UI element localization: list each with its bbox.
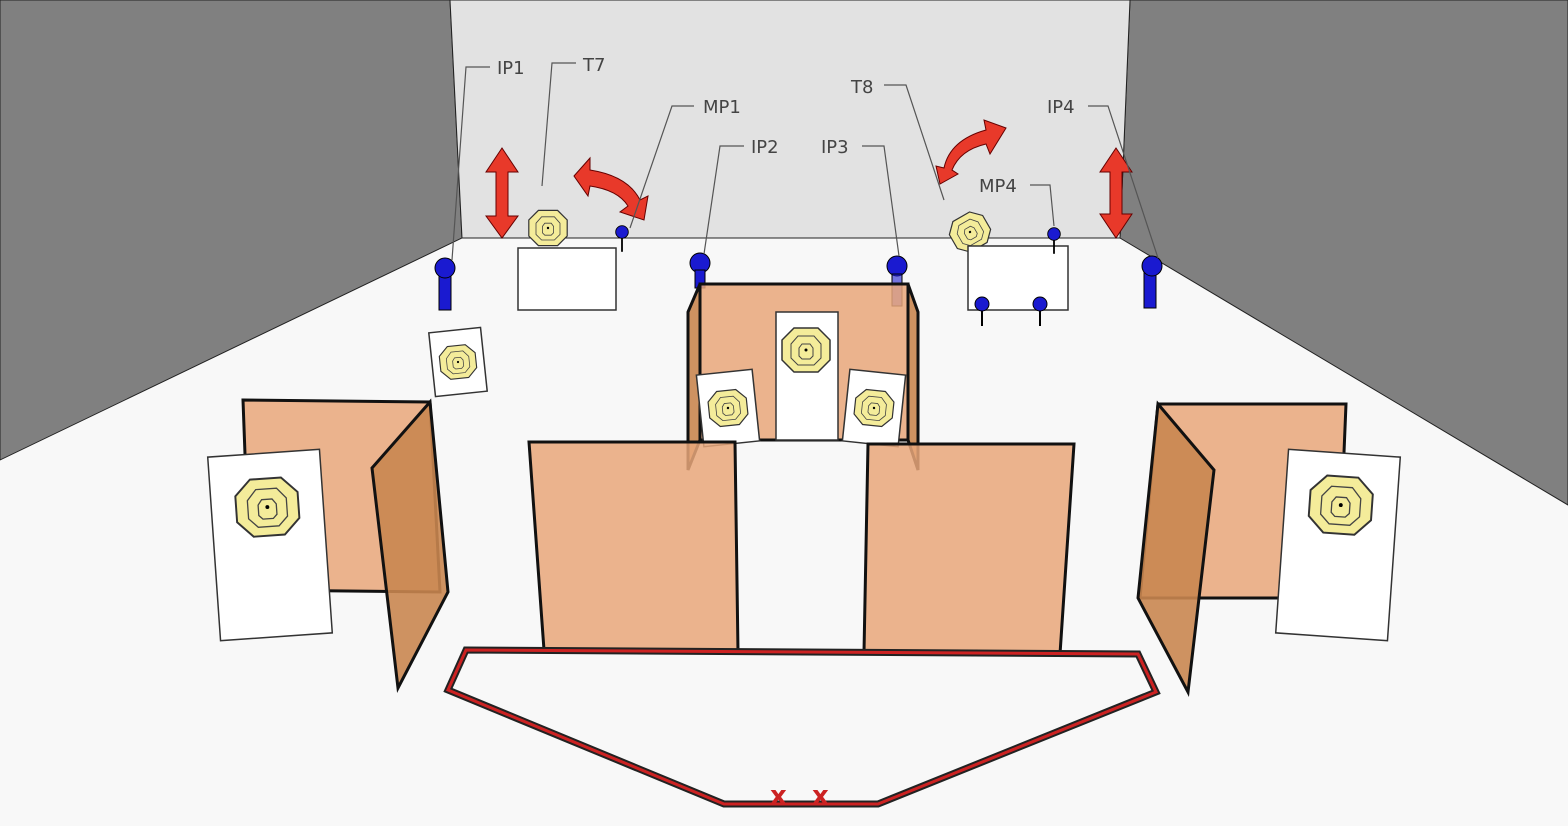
vertical-arrow-right-icon [1099, 147, 1133, 239]
label-t7: T7 [582, 55, 605, 76]
label-ip2: IP2 [751, 137, 779, 158]
vertical-arrow-left-icon [485, 147, 519, 239]
start-mark-2: x [812, 781, 829, 811]
popper-ip1 [434, 257, 456, 311]
swing-arrow-right-icon [935, 119, 1007, 185]
barrel-left [517, 247, 617, 311]
label-ip1: IP1 [497, 58, 525, 79]
popper-ip4 [1141, 255, 1163, 309]
start-mark-1: x [770, 781, 787, 811]
label-t8: T8 [850, 77, 873, 98]
label-mp4: MP4 [979, 176, 1017, 197]
target-left-bay [206, 448, 334, 642]
swing-arrow-left-icon [573, 156, 649, 221]
front-panel-left [527, 440, 740, 654]
target-center-right [841, 368, 907, 448]
front-panel-right [862, 442, 1076, 656]
target-left-small [427, 326, 489, 398]
target-right-bay [1274, 448, 1402, 642]
label-ip3: IP3 [821, 137, 849, 158]
back-wall [449, 0, 1131, 239]
target-center-left [695, 368, 761, 448]
target-t7 [528, 209, 568, 247]
label-mp1: MP1 [703, 97, 741, 118]
label-ip4: IP4 [1047, 97, 1075, 118]
